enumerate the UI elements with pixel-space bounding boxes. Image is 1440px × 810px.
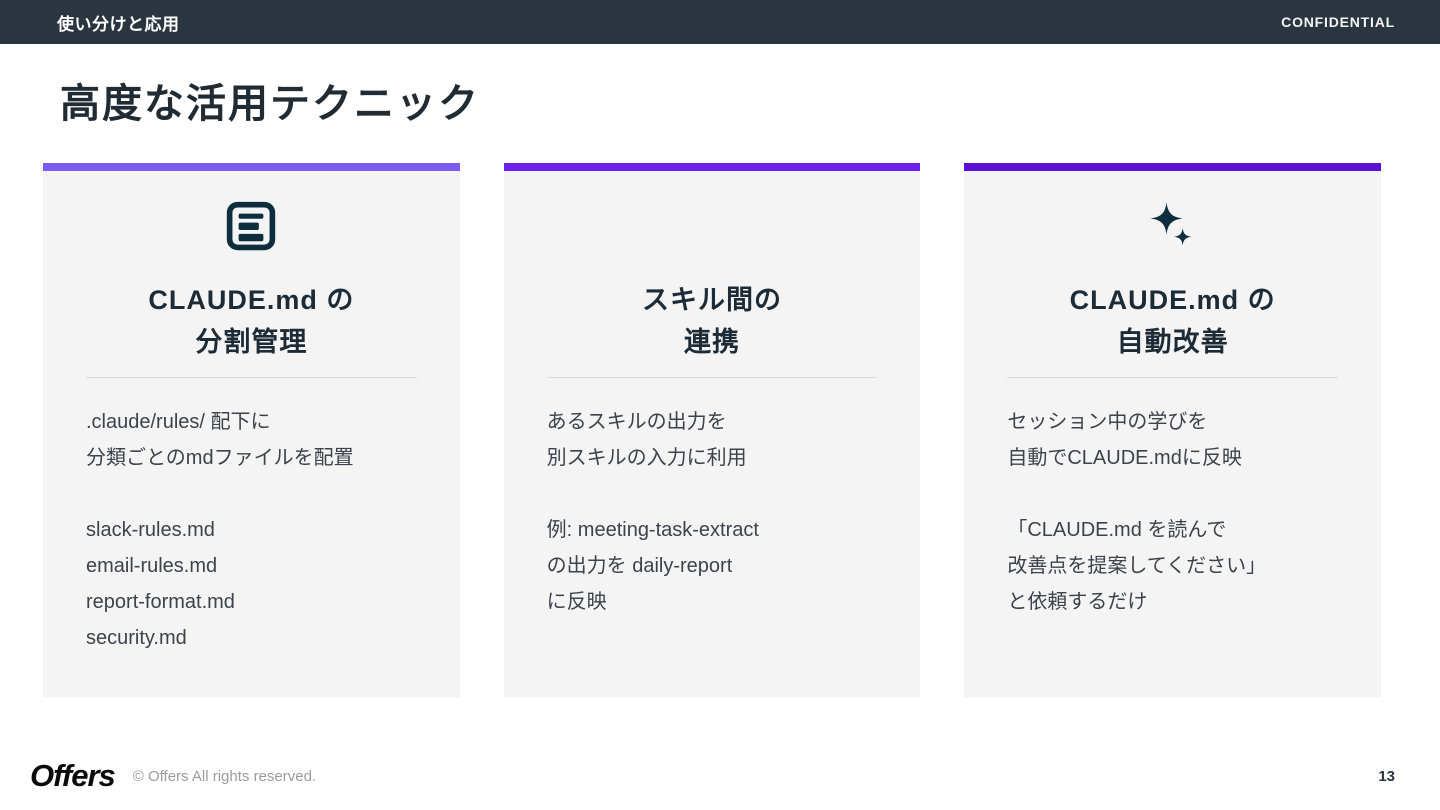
cards-row: CLAUDE.md の 分割管理 .claude/rules/ 配下に分類ごとの…	[43, 163, 1382, 697]
card-title-line2: 自動改善	[1116, 327, 1229, 357]
card-divider	[86, 377, 417, 378]
card-body-line	[86, 476, 417, 512]
card-body-line: と依頼するだけ	[1007, 591, 1148, 613]
card-title-line1: スキル間の	[642, 285, 782, 315]
document-lines-icon	[224, 199, 278, 258]
card-body-line: report-format.md	[86, 591, 235, 613]
card-claude-md-auto-improve: CLAUDE.md の 自動改善 セッション中の学びを自動でCLAUDE.mdに…	[964, 163, 1382, 697]
card-icon-area	[1145, 197, 1201, 259]
page-number: 13	[1378, 767, 1395, 785]
sparkles-icon	[1145, 201, 1201, 256]
card-body-line: 別スキルの入力に利用	[546, 447, 747, 469]
card-title-line1: CLAUDE.md の	[148, 285, 355, 315]
card-body-line	[547, 476, 878, 512]
card-body: .claude/rules/ 配下に分類ごとのmdファイルを配置 slack-ru…	[43, 378, 460, 656]
card-body-line: 「CLAUDE.md を読んで	[1007, 519, 1227, 541]
card-title: CLAUDE.md の 分割管理	[148, 279, 354, 363]
card-body-line: security.md	[86, 627, 187, 649]
card-body-line: に反映	[546, 591, 607, 613]
confidential-badge: CONFIDENTIAL	[1281, 14, 1395, 30]
card-claude-md-split: CLAUDE.md の 分割管理 .claude/rules/ 配下に分類ごとの…	[43, 163, 460, 697]
card-body-line: の出力を daily-report	[546, 555, 733, 577]
card-body: セッション中の学びを自動でCLAUDE.mdに反映「CLAUDE.md を読んで…	[964, 378, 1381, 620]
card-body-line	[1007, 476, 1338, 512]
footer: Offers © Offers All rights reserved. 13	[30, 758, 1395, 794]
card-body-line: あるスキルの出力を	[546, 411, 727, 433]
card-title: スキル間の 連携	[642, 279, 782, 363]
card-title-line1: CLAUDE.md の	[1069, 285, 1276, 315]
card-body-line: slack-rules.md	[86, 519, 215, 541]
card-body-line: 分類ごとのmdファイルを配置	[86, 447, 354, 469]
offers-logo: Offers	[30, 758, 116, 793]
copyright-text: © Offers All rights reserved.	[132, 767, 317, 785]
card-title-line2: 分割管理	[195, 327, 308, 357]
card-body-line: .claude/rules/ 配下に	[86, 411, 271, 433]
card-body-line: 例: meeting-task-extract	[546, 519, 759, 541]
card-body-line: 改善点を提案してください」	[1007, 555, 1267, 577]
card-title-line2: 連携	[684, 327, 740, 357]
card-body-line: email-rules.md	[86, 555, 218, 577]
card-divider	[546, 377, 878, 378]
section-label: 使い分けと応用	[57, 14, 180, 34]
card-body: あるスキルの出力を別スキルの入力に利用例: meeting-task-extra…	[504, 378, 921, 620]
card-icon-area	[224, 197, 278, 259]
topbar: 使い分けと応用 CONFIDENTIAL	[0, 0, 1440, 44]
card-body-line: セッション中の学びを	[1007, 411, 1208, 433]
page-title: 高度な活用テクニック	[60, 82, 480, 126]
card-title: CLAUDE.md の 自動改善	[1070, 279, 1276, 363]
card-body-line: 自動でCLAUDE.mdに反映	[1007, 447, 1242, 469]
card-divider	[1007, 377, 1339, 378]
card-skill-chaining: スキル間の 連携 あるスキルの出力を別スキルの入力に利用例: meeting-t…	[503, 163, 921, 697]
